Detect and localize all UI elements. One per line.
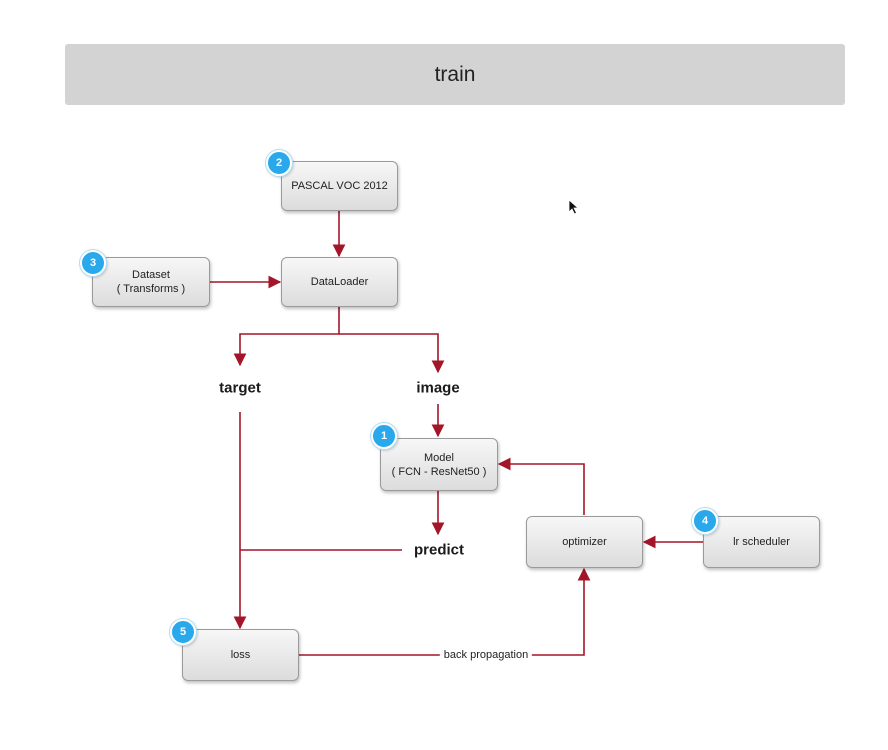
label-target: target — [219, 379, 261, 397]
badge-1: 1 — [371, 423, 397, 449]
node-dataloader-label: DataLoader — [310, 276, 369, 288]
node-loss[interactable]: loss — [182, 629, 299, 681]
edge-label-back-propagation: back propagation — [439, 649, 533, 661]
badge-2: 2 — [266, 150, 292, 176]
node-pascal-voc-label: PASCAL VOC 2012 — [291, 180, 388, 192]
edge-dataloader-to-image — [339, 333, 445, 374]
node-lr-scheduler-label: lr scheduler — [733, 536, 790, 548]
node-dataloader[interactable]: DataLoader — [281, 257, 398, 307]
label-image: image — [416, 379, 460, 397]
node-pascal-voc[interactable]: PASCAL VOC 2012 — [281, 161, 398, 211]
node-model-sublabel: ( FCN - ResNet50 ) — [391, 465, 487, 478]
node-loss-label: loss — [230, 649, 251, 661]
badge-3: 3 — [80, 250, 106, 276]
edge-loss-to-optimizer — [299, 567, 591, 656]
node-optimizer-label: optimizer — [562, 536, 607, 548]
node-optimizer[interactable]: optimizer — [526, 516, 643, 568]
edge-dataloader-to-target — [233, 307, 340, 367]
mouse-cursor-icon — [568, 199, 580, 215]
node-lr-scheduler[interactable]: lr scheduler — [703, 516, 820, 568]
label-predict: predict — [413, 541, 465, 559]
node-model-label: Model — [424, 451, 454, 464]
node-dataset[interactable]: Dataset ( Transforms ) — [92, 257, 210, 307]
node-dataset-sublabel: ( Transforms ) — [116, 283, 186, 295]
badge-5: 5 — [170, 619, 196, 645]
edge-optimizer-to-model — [497, 457, 585, 515]
diagram-title: train — [65, 44, 845, 105]
node-dataset-label: Dataset — [132, 269, 170, 281]
badge-4: 4 — [692, 508, 718, 534]
node-model[interactable]: Model ( FCN - ResNet50 ) — [380, 438, 498, 491]
